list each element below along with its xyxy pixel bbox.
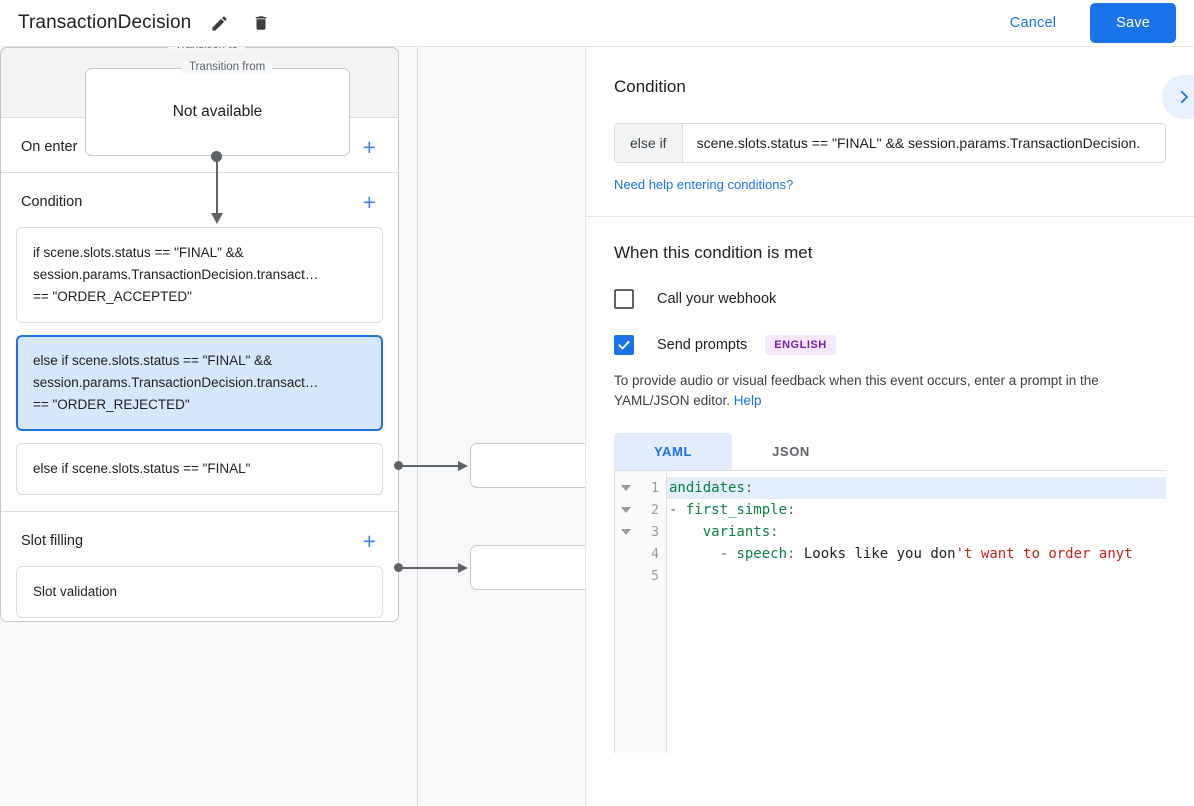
connector-dot-accepted [394, 461, 403, 470]
when-met-heading: When this condition is met [614, 243, 813, 262]
list-item[interactable]: else if scene.slots.status == "FINAL" [16, 443, 383, 495]
condition-line: == "ORDER_REJECTED" [33, 397, 190, 412]
condition-line: else if scene.slots.status == "FINAL" [33, 461, 251, 476]
cancel-button[interactable]: Cancel [998, 7, 1068, 39]
prompts-description: To provide audio or visual feedback when… [614, 371, 1166, 411]
connector-line-top [216, 156, 218, 217]
editor-line-number: 5 [651, 568, 659, 584]
editor-code-line [667, 565, 1166, 587]
chevron-down-icon[interactable] [621, 529, 631, 535]
canvas-divider [417, 47, 418, 806]
editor-code-line: variants: [702, 524, 779, 540]
condition-line: session.params.TransactionDecision.trans… [33, 267, 319, 282]
page-title: TransactionDecision [18, 12, 192, 33]
condition-details-panel: Condition else if Need help entering con… [585, 47, 1194, 806]
condition-help-link[interactable]: Need help entering conditions? [614, 177, 794, 192]
prompts-description-text: To provide audio or visual feedback when… [614, 373, 1099, 408]
call-webhook-label: Call your webhook [657, 291, 777, 307]
section-title-on-enter: On enter [21, 139, 78, 155]
save-button[interactable]: Save [1090, 3, 1176, 43]
target-box-accepted[interactable] [470, 443, 585, 488]
section-title-condition: Condition [21, 194, 83, 210]
editor-code-line: - first_simple: [669, 502, 796, 518]
panel-title: Condition [614, 77, 686, 96]
condition-section: Condition else if Need help entering con… [586, 47, 1194, 216]
help-link[interactable]: Help [733, 393, 762, 408]
tab-yaml[interactable]: YAML [614, 433, 732, 470]
editor-tabs: YAML JSON [614, 433, 1166, 470]
condition-input[interactable] [682, 124, 1165, 162]
transition-from-value: Not available [172, 103, 263, 120]
list-item[interactable]: if scene.slots.status == "FINAL" && sess… [16, 227, 383, 323]
app-header: TransactionDecision Cancel Save [0, 0, 1194, 47]
flow-canvas-inner: Transition from Not available Transition… [0, 47, 585, 806]
chevron-right-icon[interactable] [1162, 75, 1194, 119]
connector-line-rejected [400, 567, 462, 569]
flow-canvas[interactable]: Transition from Not available Transition… [0, 47, 585, 806]
editor-line-number: 1 [615, 477, 666, 499]
section-slot-filling: Slot filling + Slot validation [1, 511, 398, 621]
call-webhook-checkbox[interactable] [614, 289, 634, 309]
when-condition-met-section: When this condition is met Call your web… [586, 217, 1194, 753]
language-badge: ENGLISH [765, 335, 836, 355]
send-prompts-checkbox[interactable] [614, 335, 634, 355]
editor-code-area[interactable]: andidates: - first_simple: variants: - sp… [667, 471, 1166, 753]
list-item[interactable]: Slot validation [16, 566, 383, 618]
connector-arrowhead-rejected [458, 562, 468, 573]
send-prompts-label: Send prompts [657, 337, 748, 353]
slot-filling-list: Slot validation [1, 566, 398, 621]
condition-prefix: else if [615, 124, 683, 162]
section-header-on-enter: On enter + [1, 118, 398, 172]
tab-json[interactable]: JSON [772, 444, 810, 459]
section-title-slot-filling: Slot filling [21, 533, 84, 549]
webhook-row: Call your webhook [614, 289, 1166, 309]
editor-line-number: 2 [615, 499, 666, 521]
condition-input-row[interactable]: else if [614, 123, 1166, 163]
section-header-slot-filling: Slot filling + [1, 512, 398, 566]
connector-arrowhead-accepted [458, 460, 468, 471]
slot-validation-label: Slot validation [33, 584, 118, 599]
condition-line: session.params.TransactionDecision.trans… [33, 375, 319, 390]
transition-to-legend: Transition to [168, 47, 245, 51]
condition-line: else if scene.slots.status == "FINAL" && [33, 353, 273, 368]
connector-arrowhead-top [211, 213, 223, 224]
chevron-down-icon[interactable] [621, 485, 631, 491]
transition-from-card[interactable]: Transition from Not available [85, 61, 350, 156]
condition-line: == "ORDER_ACCEPTED" [33, 289, 192, 304]
editor-code-line: andidates: [667, 477, 1166, 499]
trash-icon[interactable] [247, 9, 275, 37]
transition-from-legend: Transition from [182, 61, 273, 73]
condition-list: if scene.slots.status == "FINAL" && sess… [1, 227, 398, 511]
target-box-rejected[interactable] [470, 545, 585, 590]
editor-line-number: 4 [651, 546, 659, 562]
plus-icon[interactable]: + [362, 189, 376, 215]
chevron-down-icon[interactable] [621, 507, 631, 513]
editor-line-number: 3 [615, 521, 666, 543]
section-condition: Condition + if scene.slots.status == "FI… [1, 172, 398, 511]
plus-icon[interactable]: + [362, 134, 376, 160]
pencil-icon[interactable] [205, 9, 233, 37]
send-prompts-row: Send prompts ENGLISH [614, 335, 1166, 355]
editor-code-line: - speech: Looks like you don't want to o… [669, 546, 1133, 562]
section-header-condition: Condition + [1, 173, 398, 227]
connector-line-accepted [400, 465, 462, 467]
panel-divider [586, 216, 1194, 217]
condition-line: if scene.slots.status == "FINAL" && [33, 245, 244, 260]
list-item-selected[interactable]: else if scene.slots.status == "FINAL" &&… [16, 335, 383, 431]
plus-icon[interactable]: + [362, 528, 376, 554]
connector-dot-rejected [394, 563, 403, 572]
